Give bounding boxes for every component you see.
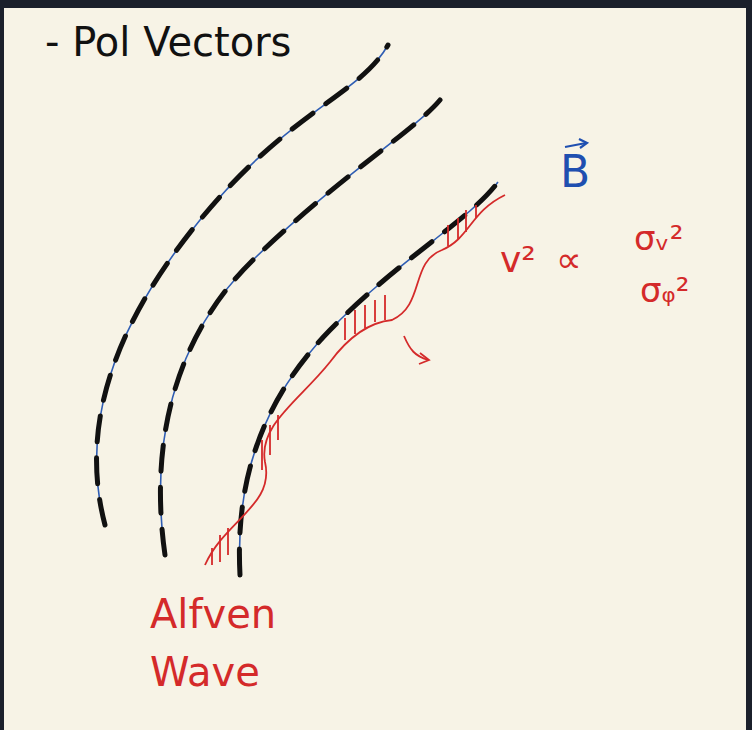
field-symbol: B [560, 146, 590, 199]
formula-denominator: σᵩ² [640, 270, 689, 311]
wave-label: Alfven Wave [150, 585, 320, 701]
formula-symbol: ∝ [556, 238, 582, 281]
alfven-wave [205, 195, 505, 565]
polarization-vectors [97, 45, 498, 575]
formula-term: v² [500, 238, 536, 281]
field-lines [97, 45, 498, 575]
paper-panel [4, 8, 746, 730]
heading-label: - Pol Vectors [45, 18, 291, 66]
formula-numerator: σᵥ² [634, 218, 683, 259]
